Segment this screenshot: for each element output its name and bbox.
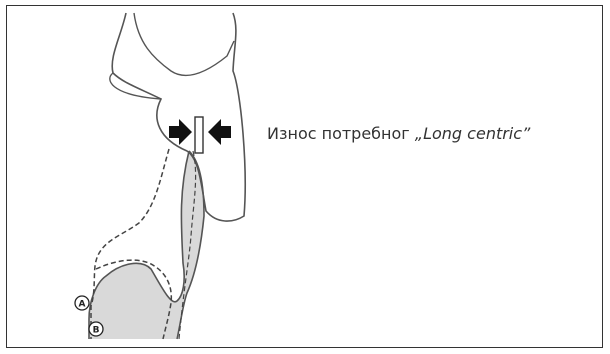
- upper-tooth-outline: [112, 13, 245, 221]
- occlusion-diagram: A B: [7, 6, 604, 349]
- contact-pillar: [195, 117, 203, 153]
- caption-prefix: Износ потребног: [267, 124, 415, 143]
- marker-b-label: B: [93, 326, 100, 336]
- marker-a-label: A: [79, 300, 86, 310]
- arrow-left-icon: [208, 119, 231, 145]
- marker-b: B: [89, 322, 103, 336]
- caption-emphasis: „Long centric”: [415, 124, 531, 143]
- figure-caption: Износ потребног „Long centric”: [267, 124, 530, 143]
- marker-a: A: [75, 296, 89, 310]
- upper-tooth-inner-line: [134, 13, 234, 75]
- arrow-right-icon: [169, 119, 192, 145]
- figure-frame: A B Износ потребног „Long centric”: [6, 5, 603, 348]
